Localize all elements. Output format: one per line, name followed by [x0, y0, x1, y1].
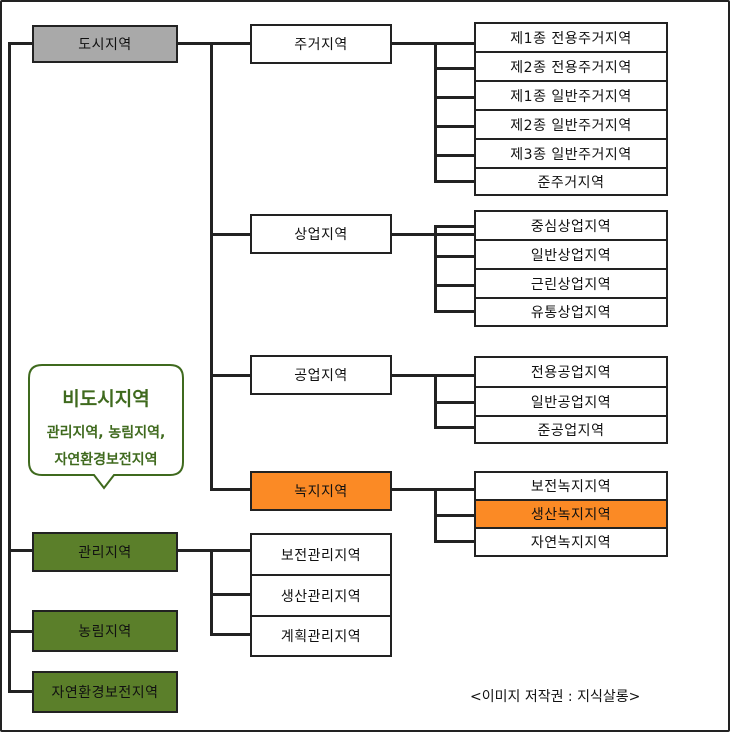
- zone-industrial-label: 공업지역: [294, 368, 348, 384]
- management-area-label: 관리지역: [78, 545, 132, 561]
- sub-zone-box: 자연녹지지역: [474, 528, 668, 557]
- sub-zone-label: 근린상업지역: [530, 276, 612, 293]
- zone-green-label: 녹지지역: [294, 484, 348, 500]
- speech-bubble: [28, 364, 184, 490]
- sub-zone-label: 제3종 일반주거지역: [510, 146, 632, 163]
- sub-area-box: 보전관리지역: [250, 533, 392, 575]
- sub-zone-label: 자연녹지지역: [530, 535, 612, 551]
- zone-green-box: 녹지지역: [250, 471, 392, 511]
- sub-area-label: 생산관리지역: [280, 588, 362, 605]
- sub-zone-box: 근린상업지역: [474, 269, 668, 298]
- urban-root-label: 도시지역: [78, 37, 132, 53]
- sub-zone-box: 일반상업지역: [474, 240, 668, 269]
- sub-zone-box-highlighted: 생산녹지지역: [474, 500, 668, 528]
- sub-area-label: 보전관리지역: [280, 547, 362, 564]
- sub-zone-box: 준주거지역: [474, 168, 668, 196]
- sub-zone-label: 중심상업지역: [530, 218, 612, 235]
- sub-zone-label: 제1종 일반주거지역: [510, 88, 632, 105]
- sub-zone-label: 준공업지역: [537, 422, 605, 439]
- sub-zone-box: 일반공업지역: [474, 387, 668, 416]
- urban-root-box: 도시지역: [32, 25, 178, 63]
- agriculture-area-box: 농림지역: [32, 610, 178, 652]
- conservation-area-label: 자연환경보전지역: [51, 685, 159, 701]
- sub-zone-box: 전용공업지역: [474, 356, 668, 387]
- sub-zone-box: 준공업지역: [474, 416, 668, 444]
- sub-zone-label: 일반공업지역: [530, 394, 612, 411]
- sub-zone-label: 제2종 일반주거지역: [510, 117, 632, 134]
- sub-zone-box: 제3종 일반주거지역: [474, 139, 668, 168]
- sub-zone-box: 중심상업지역: [474, 210, 668, 240]
- zone-residential-label: 주거지역: [294, 37, 348, 53]
- zone-commercial-box: 상업지역: [250, 214, 392, 254]
- sub-zone-box: 제2종 전용주거지역: [474, 52, 668, 81]
- sub-zone-label: 일반상업지역: [530, 247, 612, 264]
- sub-zone-label: 생산녹지지역: [530, 507, 612, 523]
- zone-industrial-box: 공업지역: [250, 355, 392, 395]
- agriculture-area-label: 농림지역: [78, 624, 132, 640]
- sub-area-label: 계획관리지역: [280, 629, 362, 645]
- sub-zone-label: 전용공업지역: [530, 365, 612, 381]
- conservation-area-box: 자연환경보전지역: [32, 671, 178, 713]
- sub-zone-label: 준주거지역: [537, 174, 605, 191]
- management-area-box: 관리지역: [32, 532, 178, 572]
- sub-zone-label: 유통상업지역: [530, 305, 612, 321]
- sub-area-box: 계획관리지역: [250, 616, 392, 657]
- sub-zone-box: 제1종 전용주거지역: [474, 22, 668, 52]
- sub-zone-box: 보전녹지지역: [474, 471, 668, 500]
- zone-commercial-label: 상업지역: [294, 227, 348, 243]
- bubble-title: 비도시지역: [62, 388, 150, 410]
- bubble-line-1: 관리지역, 농림지역,: [46, 425, 166, 441]
- image-credit: <이미지 저작권 : 지식살롱>: [470, 689, 641, 705]
- sub-zone-label: 제2종 전용주거지역: [510, 59, 632, 76]
- bubble-line-2: 자연환경보전지역: [54, 452, 158, 468]
- sub-zone-label: 제1종 전용주거지역: [510, 30, 632, 47]
- sub-zone-label: 보전녹지지역: [530, 479, 612, 495]
- zone-residential-box: 주거지역: [250, 24, 392, 64]
- sub-area-box: 생산관리지역: [250, 575, 392, 616]
- sub-zone-box: 제2종 일반주거지역: [474, 110, 668, 139]
- sub-zone-box: 유통상업지역: [474, 298, 668, 327]
- sub-zone-box: 제1종 일반주거지역: [474, 81, 668, 110]
